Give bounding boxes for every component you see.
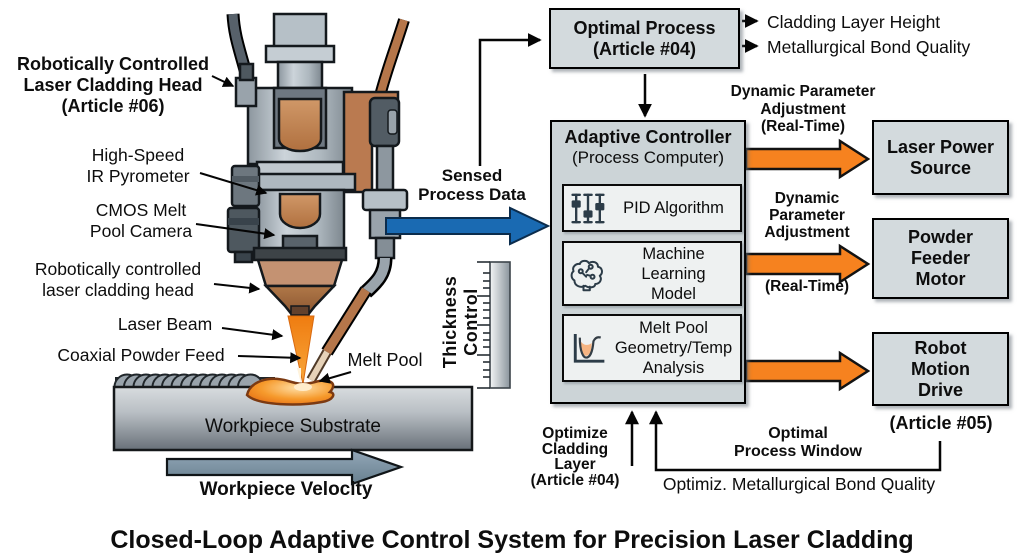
nozzle-art	[256, 258, 344, 318]
orange-arrows	[744, 138, 871, 392]
cladding-head-art	[226, 12, 410, 383]
output-cladding-layer-height: Cladding Layer Height	[767, 12, 941, 32]
orange-arrow-powder	[744, 243, 871, 285]
orange-arrow-laser	[744, 138, 871, 180]
melt-pool-art	[245, 377, 335, 406]
left-cable	[226, 13, 252, 72]
velocity-arrow	[165, 448, 405, 486]
substrate-label: Workpiece Substrate	[204, 416, 381, 437]
controller-subtitle: (Process Computer)	[571, 148, 725, 167]
brain-icon	[568, 255, 608, 293]
sliders-icon	[568, 190, 608, 227]
laser-beam-label: Laser Beam	[117, 314, 213, 334]
melt-pool-chart-icon	[568, 330, 608, 367]
leader-arrows	[195, 75, 352, 384]
thickness-ruler	[477, 261, 511, 389]
flow-lines	[478, 14, 942, 472]
melt-pool-label: Melt Pool	[347, 350, 423, 370]
powder-feed-label: Coaxial Powder Feed	[57, 345, 225, 365]
optimal-process-box: Optimal Process(Article #04)	[549, 8, 740, 69]
robot-motion-article-label: (Article #05)	[889, 413, 993, 433]
powder-tube-art	[306, 257, 393, 383]
pid-algorithm-label: PID Algorithm	[623, 199, 724, 217]
velocity-label: Workpiece Velocity	[199, 479, 373, 500]
bond-quality-feedback-label: Optimiz. Metallurgical Bond Quality	[662, 474, 936, 494]
orange-arrow-robot	[744, 350, 871, 392]
output-metallurgical-bond-quality: Metallurgical Bond Quality	[767, 37, 971, 57]
adjustment-label-mid-realtime: (Real-Time)	[764, 278, 850, 295]
pid-algorithm-module: PID Algorithm	[562, 184, 742, 232]
adaptive-controller-box: Adaptive Controller (Process Computer)	[550, 120, 746, 404]
sensed-data-arrow	[385, 206, 551, 246]
diagram-caption: Closed-Loop Adaptive Control System for …	[110, 526, 914, 554]
controller-title: Adaptive Controller	[564, 127, 732, 147]
optimal-process-label: Optimal Process(Article #04)	[573, 17, 716, 59]
right-cable	[374, 18, 410, 98]
laser-beam-art	[287, 315, 315, 385]
